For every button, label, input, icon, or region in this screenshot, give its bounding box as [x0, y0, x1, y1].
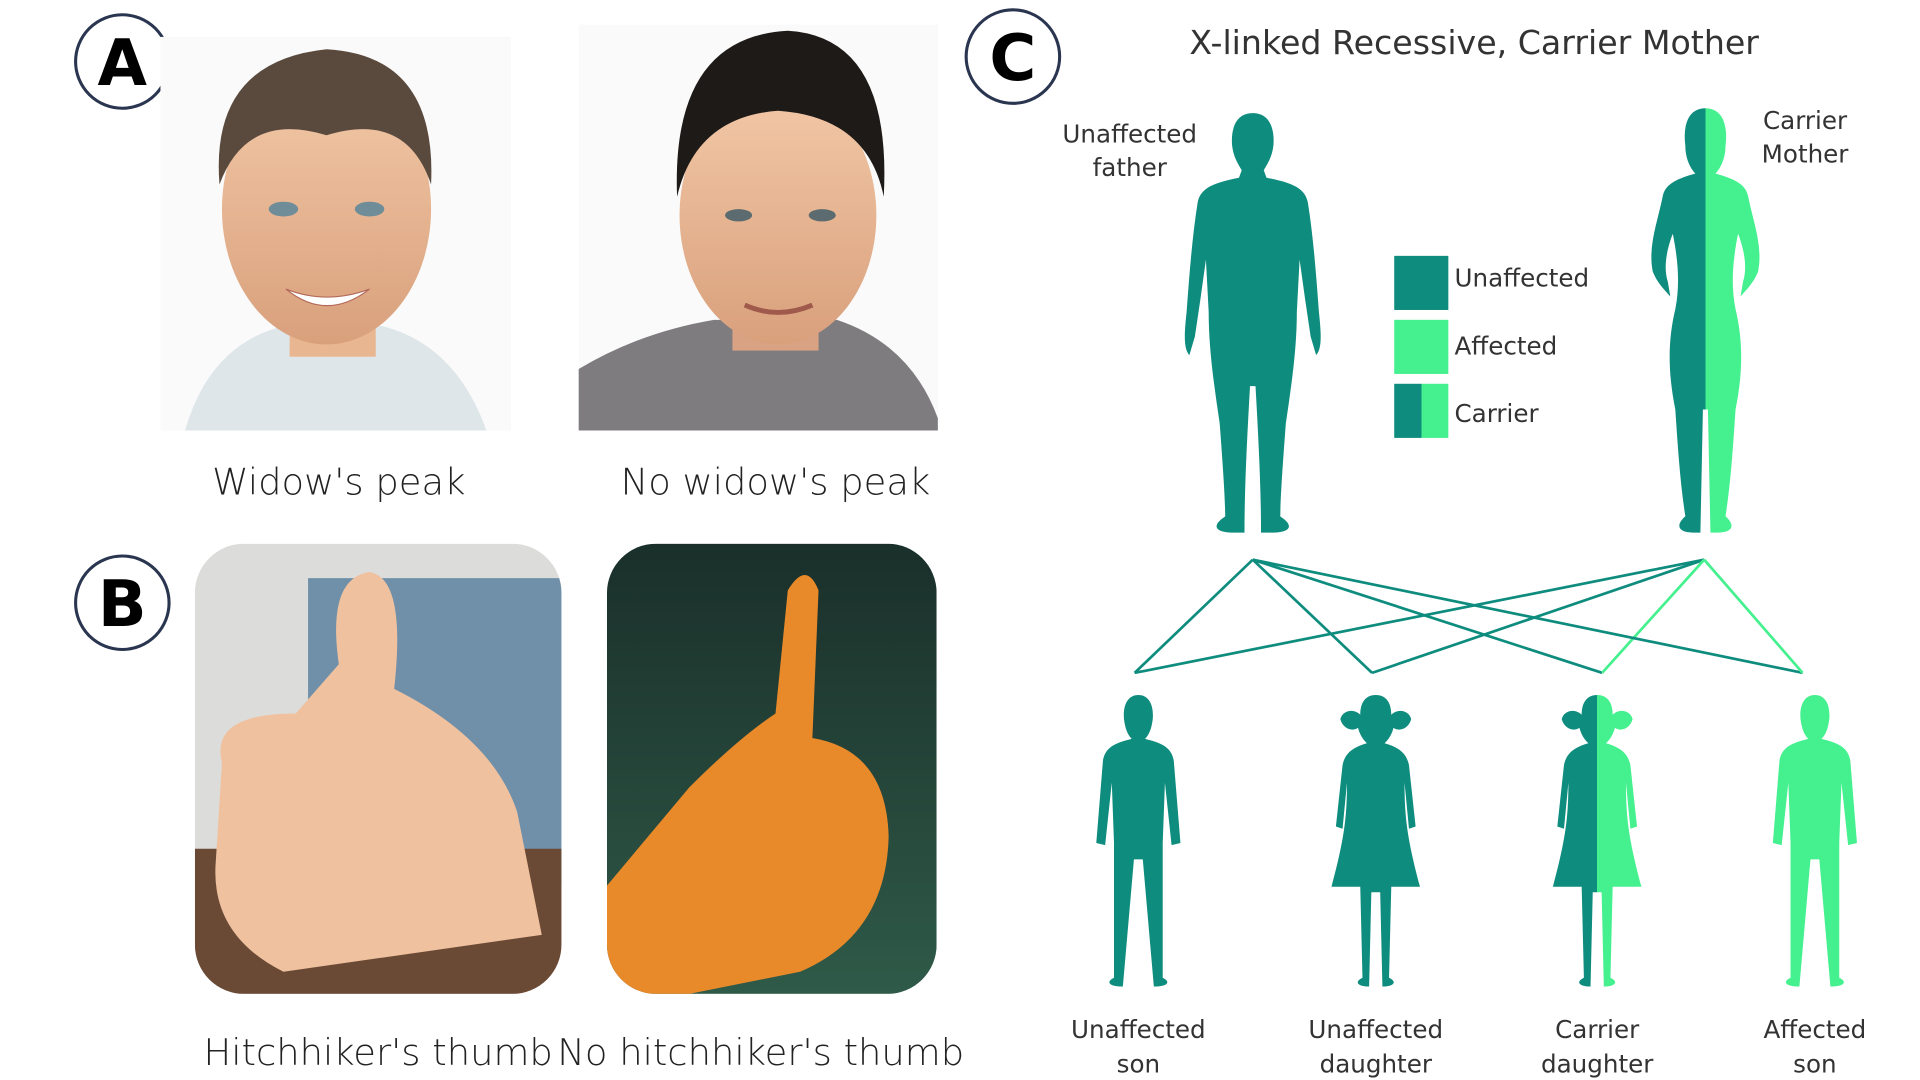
svg-text:B: B — [98, 568, 147, 642]
child-label-2: daughter — [1541, 1050, 1654, 1079]
child-figure-carrier-daughter — [1552, 694, 1642, 987]
child-label-1: Carrier — [1555, 1015, 1640, 1044]
hitchhikers-thumb-photo — [194, 543, 562, 994]
caption-no-hitchhikers-thumb: No hitchhiker's thumb — [557, 1031, 964, 1074]
caption-no-widows-peak: No widow's peak — [621, 460, 931, 503]
caption-widows-peak: Widow's peak — [212, 460, 465, 503]
inheritance-line — [1703, 558, 1804, 674]
inheritance-line — [1601, 558, 1706, 674]
child-label-1: Unaffected — [1308, 1015, 1443, 1044]
no-hitchhikers-thumb-photo — [606, 543, 937, 994]
child-label-1: Unaffected — [1071, 1015, 1206, 1044]
legend: Unaffected Affected Carrier — [1394, 255, 1589, 438]
diagram-title: X-linked Recessive, Carrier Mother — [1189, 23, 1759, 62]
child-label-2: son — [1793, 1050, 1836, 1079]
panel-a-label: A — [74, 13, 171, 110]
no-widows-peak-photo — [578, 24, 938, 431]
legend-swatch-affected — [1394, 319, 1449, 374]
mother-label-1: Carrier — [1763, 106, 1848, 135]
inheritance-lines — [1133, 558, 1804, 675]
father-figure — [1184, 113, 1321, 533]
legend-swatch-unaffected — [1394, 255, 1449, 310]
inheritance-line — [1251, 558, 1374, 674]
legend-swatch-carrier — [1394, 383, 1449, 438]
child-label-1: Affected — [1763, 1015, 1866, 1044]
panel-b-label: B — [74, 554, 171, 652]
child-figure-affected-son — [1772, 694, 1857, 987]
svg-text:A: A — [98, 27, 148, 101]
inheritance-line — [1371, 558, 1705, 675]
child-label-2: son — [1117, 1050, 1160, 1079]
father-label-1: Unaffected — [1062, 120, 1197, 149]
child-label-2: daughter — [1320, 1050, 1433, 1079]
father-label-2: father — [1093, 153, 1168, 182]
legend-label-affected: Affected — [1454, 331, 1557, 360]
inheritance-line — [1252, 558, 1603, 675]
legend-label-unaffected: Unaffected — [1454, 264, 1589, 293]
inheritance-line — [1134, 558, 1705, 675]
child-figure-unaffected-son — [1096, 694, 1181, 987]
panel-c-label: C — [964, 8, 1062, 105]
widows-peak-photo — [160, 36, 512, 431]
caption-hitchhikers-thumb: Hitchhiker's thumb — [204, 1031, 553, 1074]
mother-figure — [1651, 108, 1760, 533]
inheritance-line — [1252, 558, 1803, 675]
svg-text:C: C — [989, 22, 1036, 96]
mother-label-2: Mother — [1762, 139, 1850, 168]
child-figure-unaffected-daughter — [1331, 694, 1421, 987]
inheritance-line — [1133, 558, 1254, 674]
legend-label-carrier: Carrier — [1454, 399, 1539, 428]
